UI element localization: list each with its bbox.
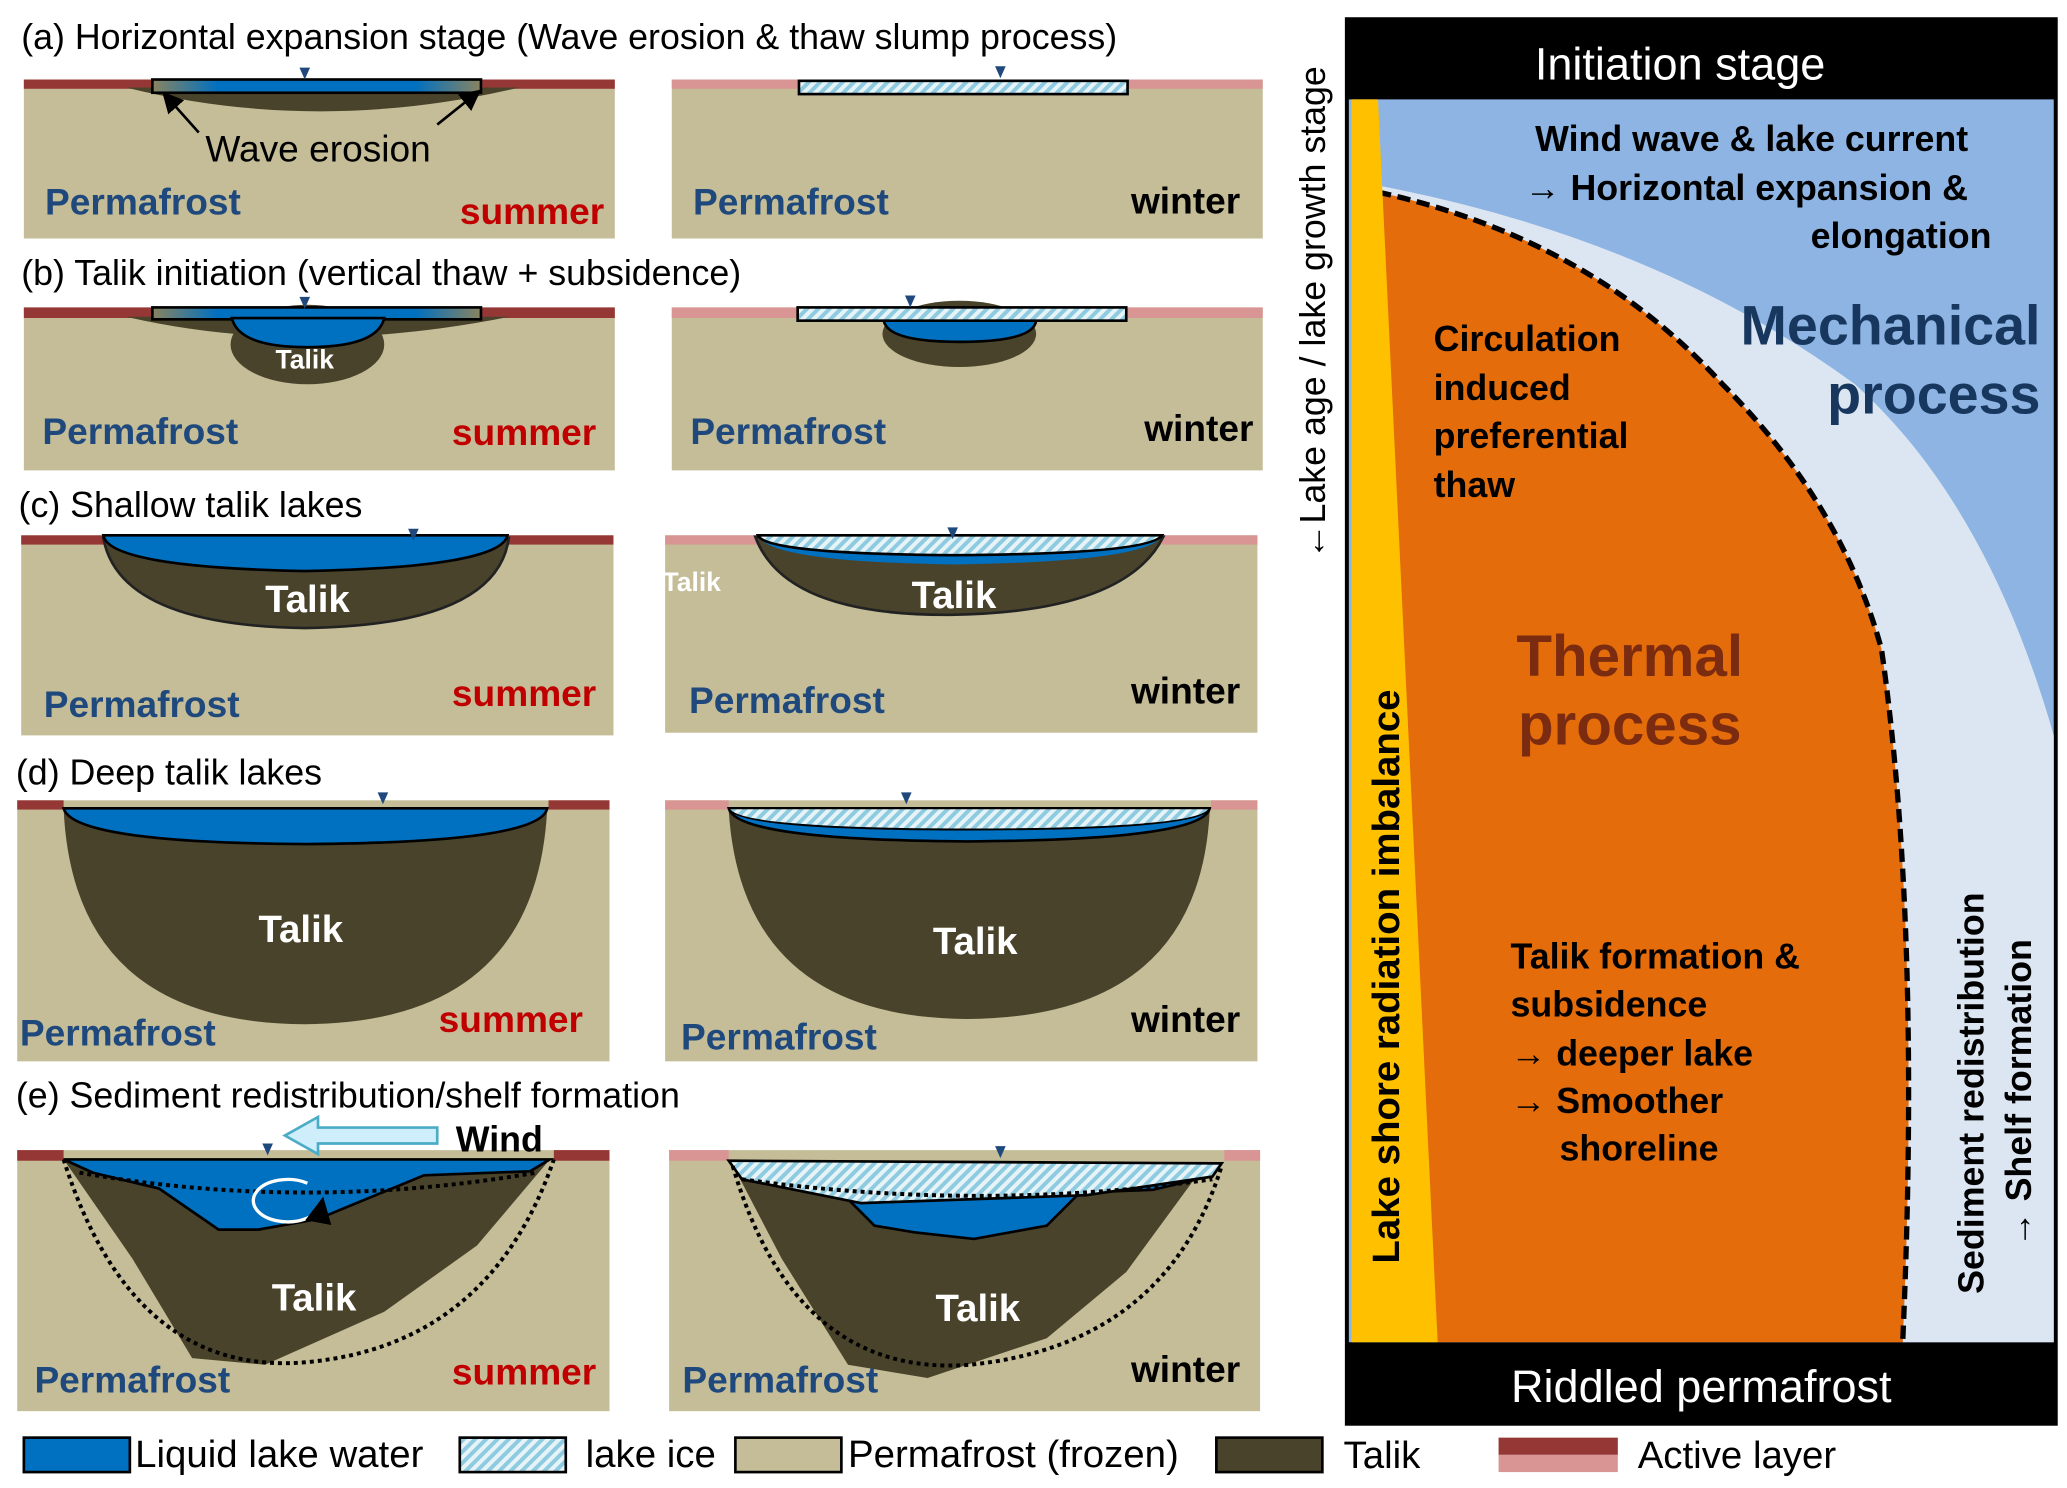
panel-c-winter: Talik Talik Permafrost winter <box>662 527 1258 733</box>
legend-swatch-permafrost <box>734 1436 843 1474</box>
panel-c-title: (c) Shallow talik lakes <box>19 485 363 525</box>
summer-label: summer <box>452 1351 596 1393</box>
legend: Liquid lake water lake ice Permafrost (f… <box>22 1433 1837 1477</box>
summer-label: summer <box>452 411 596 453</box>
talik-label: Talik <box>276 344 335 374</box>
process-panel: Initiation stage Riddled permafrost Wind… <box>1344 17 2058 1426</box>
circulation-icon <box>251 1177 332 1226</box>
legend-swatch-water <box>22 1436 132 1474</box>
mechanical-process-label: process <box>1827 363 2040 425</box>
panel-b-title: (b) Talik initiation (vertical thaw + su… <box>21 253 741 293</box>
thermal-process-label: Thermal <box>1516 624 1743 689</box>
panel-e-summer: Wind Talik Permafrost summer <box>17 1114 610 1412</box>
legend-label: Liquid lake water <box>135 1433 423 1476</box>
thermal-process-label: process <box>1518 693 1742 758</box>
legend-label: Active layer <box>1638 1434 1837 1477</box>
summer-label: summer <box>439 998 583 1040</box>
winter-label: winter <box>1130 670 1240 712</box>
wind-wave-line: Wind wave & lake current <box>1535 119 1968 159</box>
talik-formation-line: subsidence <box>1510 984 1707 1024</box>
circulation-line: induced <box>1434 368 1571 408</box>
panel-e-title: (e) Sediment redistribution/shelf format… <box>16 1076 680 1116</box>
talik-label: Talik <box>912 574 997 617</box>
talik-formation-line: → Smoother <box>1510 1081 1723 1121</box>
water-level-icon <box>995 66 1006 79</box>
legend-label: lake ice <box>586 1433 716 1476</box>
talik-formation-line: Talik formation & <box>1510 937 1799 977</box>
process-footer: Riddled permafrost <box>1511 1361 1892 1412</box>
summer-label: summer <box>460 190 604 232</box>
permafrost-label: Permafrost <box>689 679 885 721</box>
permafrost-label: Permafrost <box>20 1011 216 1053</box>
legend-swatch-talik <box>1215 1436 1324 1474</box>
talik-label-edge: Talik <box>662 567 721 597</box>
panel-d-winter: Talik Permafrost winter <box>665 792 1258 1062</box>
summer-label: summer <box>452 672 596 714</box>
panel-b-winter: Permafrost winter <box>671 295 1263 471</box>
permafrost-label: Permafrost <box>693 181 889 223</box>
process-header: Initiation stage <box>1535 39 1825 90</box>
permafrost-label: Permafrost <box>42 410 238 452</box>
circulation-line: thaw <box>1434 465 1516 505</box>
circulation-line: preferential <box>1434 416 1629 456</box>
shelf-formation-label: → Shelf formation <box>1999 939 2039 1247</box>
wave-erosion-label: Wave erosion <box>205 128 430 170</box>
winter-label: winter <box>1130 1348 1240 1390</box>
winter-label: winter <box>1130 179 1240 221</box>
talik-label: Talik <box>265 578 350 621</box>
sediment-label: Sediment redistribution <box>1952 892 1992 1293</box>
panel-b-summer: Talik Permafrost summer <box>23 296 615 471</box>
mechanical-process-label: Mechanical <box>1741 295 2041 357</box>
talik-formation-line: → deeper lake <box>1510 1033 1753 1073</box>
talik-label: Talik <box>936 1287 1021 1330</box>
legend-swatch-ice <box>458 1436 568 1474</box>
talik-label: Talik <box>933 920 1018 963</box>
panel-d-title: (d) Deep talik lakes <box>16 752 322 792</box>
circulation-line: Circulation <box>1434 319 1621 359</box>
legend-label: Permafrost (frozen) <box>848 1433 1179 1476</box>
legend-swatch-active-summer <box>1498 1437 1618 1455</box>
panel-e-winter: Talik Permafrost winter <box>669 1146 1261 1412</box>
wind-arrow-icon <box>282 1114 439 1157</box>
lake-age-axis-label: ←Lake age / lake growth stage <box>1293 66 1333 559</box>
legend-swatch-active-winter <box>1498 1454 1618 1473</box>
panel-d-summer: Talik Permafrost summer <box>17 792 610 1062</box>
radiation-imbalance-label: Lake shore radiation imbalance <box>1365 689 1408 1263</box>
wind-wave-line: → Horizontal expansion & <box>1525 168 1968 208</box>
talik-label: Talik <box>258 908 343 951</box>
permafrost-label: Permafrost <box>690 410 886 452</box>
permafrost-label: Permafrost <box>34 1359 230 1401</box>
winter-label: winter <box>1143 407 1253 449</box>
legend-label: Talik <box>1344 1434 1422 1477</box>
permafrost-label: Permafrost <box>681 1015 877 1057</box>
wind-wave-line: elongation <box>1811 216 1992 256</box>
permafrost-label: Permafrost <box>45 181 241 223</box>
talik-label: Talik <box>272 1276 357 1319</box>
winter-label: winter <box>1130 998 1240 1040</box>
panel-a-summer: Wave erosion Permafrost summer <box>23 67 615 239</box>
talik-formation-line: shoreline <box>1560 1129 1719 1169</box>
permafrost-label: Permafrost <box>682 1359 878 1401</box>
panel-a-title: (a) Horizontal expansion stage (Wave ero… <box>21 17 1117 57</box>
water-level-icon <box>299 67 311 80</box>
permafrost-label: Permafrost <box>44 683 240 725</box>
panel-a-winter: Permafrost winter <box>671 66 1263 239</box>
wind-label: Wind <box>456 1119 543 1159</box>
panel-c-summer: Talik Permafrost summer <box>21 528 614 736</box>
